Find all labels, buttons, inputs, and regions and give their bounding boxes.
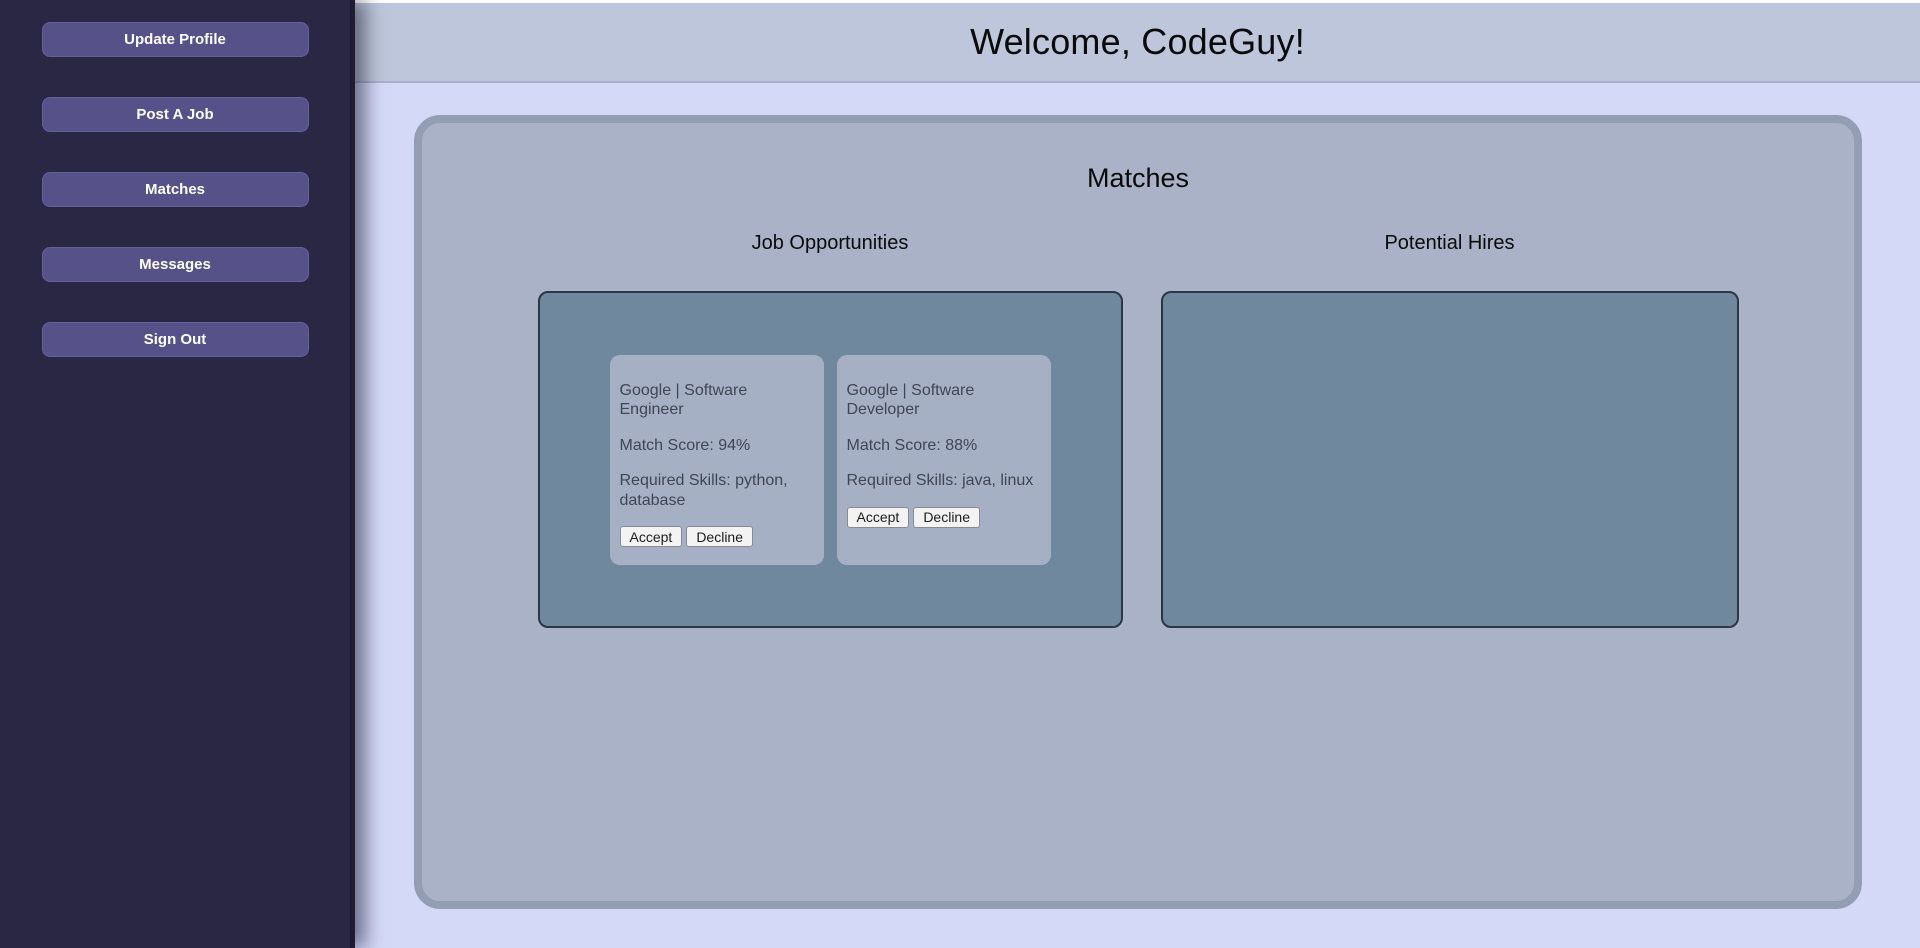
job-opportunities-header: Job Opportunities	[751, 232, 909, 254]
job-card: Google | Software Developer Match Score:…	[836, 354, 1051, 565]
match-score: Match Score: 88%	[846, 436, 978, 454]
job-card-actions: Accept Decline	[619, 526, 814, 548]
main-area: Welcome, CodeGuy! Matches Job Opportunit…	[355, 0, 1920, 948]
required-skills: Required Skills: python, database	[619, 472, 788, 509]
sidebar: Update Profile Post A Job Matches Messag…	[0, 0, 355, 948]
decline-button[interactable]: Decline	[913, 506, 981, 528]
matches-title: Matches	[1086, 163, 1190, 193]
sidebar-item-post-a-job[interactable]: Post A Job	[41, 97, 309, 132]
matches-grid: Job Opportunities Potential Hires Google…	[422, 232, 1854, 628]
page-title: Welcome, CodeGuy!	[970, 21, 1305, 62]
sidebar-item-matches[interactable]: Matches	[41, 172, 309, 207]
job-card-actions: Accept Decline	[846, 506, 1041, 528]
matches-container: Matches Job Opportunities Potential Hire…	[414, 115, 1862, 909]
required-skills: Required Skills: java, linux	[846, 472, 1034, 490]
sidebar-item-messages[interactable]: Messages	[41, 247, 309, 282]
welcome-banner: Welcome, CodeGuy!	[355, 0, 1920, 83]
potential-hires-panel	[1160, 291, 1739, 628]
decline-button[interactable]: Decline	[686, 526, 754, 548]
potential-hires-header: Potential Hires	[1384, 232, 1515, 254]
job-title: Google | Software Developer	[846, 381, 975, 419]
accept-button[interactable]: Accept	[846, 506, 910, 528]
sidebar-item-update-profile[interactable]: Update Profile	[41, 22, 309, 57]
match-score: Match Score: 94%	[619, 436, 751, 454]
sidebar-item-sign-out[interactable]: Sign Out	[41, 322, 309, 357]
job-title: Google | Software Engineer	[619, 381, 748, 419]
accept-button[interactable]: Accept	[619, 526, 683, 548]
job-opportunities-panel: Google | Software Engineer Match Score: …	[537, 291, 1123, 628]
job-card: Google | Software Engineer Match Score: …	[609, 354, 824, 565]
